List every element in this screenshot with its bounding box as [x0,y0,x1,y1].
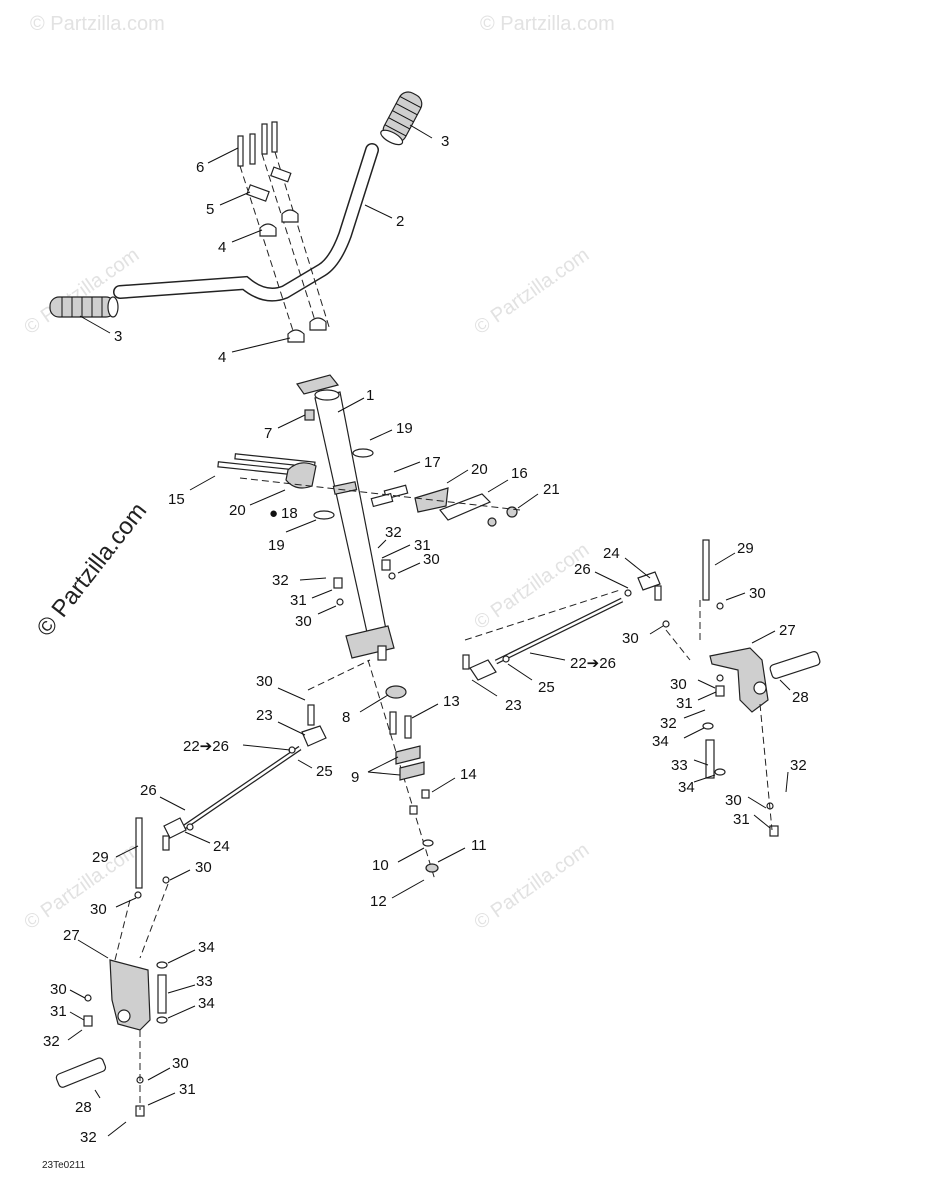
callout-20: 20 [471,461,488,478]
callout-32: 32 [272,572,289,589]
callout-33: 33 [671,757,688,774]
callout-30: 30 [195,859,212,876]
callout-22-26: 22➔26 [183,738,229,755]
callout-17: 17 [424,454,441,471]
lube-drop-icon: ● [269,505,278,522]
callout-30: 30 [423,551,440,568]
callout-31: 31 [733,811,750,828]
callout-30: 30 [172,1055,189,1072]
watermark-text: © Partzilla.com [470,244,593,339]
callout-26: 26 [140,782,157,799]
callout-32: 32 [790,757,807,774]
callout-30: 30 [295,613,312,630]
callout-30: 30 [622,630,639,647]
callout-19: 19 [268,537,285,554]
callout-32: 32 [660,715,677,732]
callout-1: 1 [366,387,374,404]
callout-30: 30 [725,792,742,809]
callout-19: 19 [396,420,413,437]
handlebar-bolts [237,121,278,167]
watermark-text: © Partzilla.com [470,539,593,634]
callout-34: 34 [678,779,695,796]
left-steering-linkage [55,659,371,1117]
callout-25: 25 [316,763,333,780]
callout-32: 32 [80,1129,97,1146]
handlebar-outline [113,143,379,302]
watermark-text: © Partzilla.com [30,13,165,35]
callout-34: 34 [198,995,215,1012]
callout-34: 34 [198,939,215,956]
steering-column [217,374,521,881]
callout-30: 30 [90,901,107,918]
callout-29: 29 [92,849,109,866]
right-steering-linkage [462,539,821,837]
callout-3: 3 [114,328,122,345]
callout-23: 23 [505,697,522,714]
callout-31: 31 [179,1081,196,1098]
callout-labels: 3 2 3 6 5 4 4 1 7 19 17 20 15 16 21 20 ●… [43,133,809,1146]
callout-22-26: 22➔26 [570,655,616,672]
callout-26: 26 [574,561,591,578]
callout-5: 5 [206,201,214,218]
handlebar-assembly [49,91,423,343]
callout-32: 32 [385,524,402,541]
callout-4: 4 [218,349,226,366]
callout-30: 30 [749,585,766,602]
callout-20: 20 [229,502,246,519]
callout-2: 2 [396,213,404,230]
callout-12: 12 [370,893,387,910]
callout-33: 33 [196,973,213,990]
callout-28: 28 [75,1099,92,1116]
callout-31: 31 [50,1003,67,1020]
callout-34: 34 [652,733,669,750]
handlebar-fill [114,144,378,300]
callout-31: 31 [676,695,693,712]
partzilla-watermark: © Partzilla.com [31,498,152,642]
callout-31: 31 [290,592,307,609]
callout-25: 25 [538,679,555,696]
callout-24: 24 [603,545,620,562]
callout-18: 18 [281,505,298,522]
grip-right [380,91,423,146]
callout-23: 23 [256,707,273,724]
callout-28: 28 [792,689,809,706]
callout-13: 13 [443,693,460,710]
callout-31: 31 [414,537,431,554]
callout-8: 8 [342,709,350,726]
callout-10: 10 [372,857,389,874]
watermark-text: © Partzilla.com [470,839,593,934]
callout-7: 7 [264,425,272,442]
watermark-text: © Partzilla.com [480,13,615,35]
callout-24: 24 [213,838,230,855]
callout-29: 29 [737,540,754,557]
callout-21: 21 [543,481,560,498]
callout-30: 30 [50,981,67,998]
callout-30: 30 [256,673,273,690]
grip-left [49,296,119,318]
callout-15: 15 [168,491,185,508]
callout-9: 9 [351,769,359,786]
callout-32: 32 [43,1033,60,1050]
callout-6: 6 [196,159,204,176]
callout-27: 27 [779,622,796,639]
callout-4: 4 [218,239,226,256]
callout-14: 14 [460,766,477,783]
callout-30: 30 [670,676,687,693]
figure-code: 23Te0211 [42,1160,86,1171]
callout-16: 16 [511,465,528,482]
callout-3: 3 [441,133,449,150]
leader-lines [67,124,791,1137]
callout-27: 27 [63,927,80,944]
callout-11: 11 [471,837,487,854]
